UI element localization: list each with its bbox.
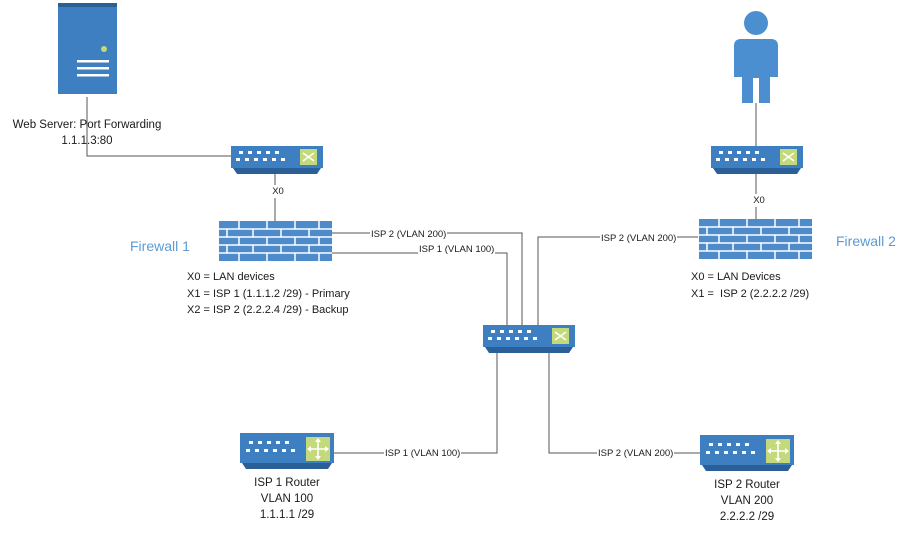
switch-icon: [483, 325, 575, 353]
firewall-icon: [219, 221, 332, 261]
firewall2-port-label: X0: [752, 194, 766, 207]
link-label-fw1-isp1: ISP 1 (VLAN 100): [418, 243, 496, 256]
router-icon: [240, 433, 334, 469]
isp2-router-vlan: VLAN 200: [720, 495, 774, 507]
switch3-to-router2-line: [548, 350, 700, 454]
firewall2-note: X1 = ISP 2 (2.2.2.2 /29): [691, 288, 810, 300]
isp1-router-vlan: VLAN 100: [260, 493, 314, 505]
switch-icon: [231, 146, 323, 174]
switch-icon: [711, 146, 803, 174]
router-icon: [700, 435, 794, 471]
web-server-address: 1.1.1.3:80: [61, 135, 113, 147]
person-icon: [734, 11, 778, 103]
isp1-router-name: ISP 1 Router: [254, 477, 320, 489]
firewall1-port-label: X0: [271, 185, 285, 198]
fw2-isp2-line: [537, 236, 698, 327]
firewall2-note: X0 = LAN Devices: [691, 271, 781, 283]
server-to-switch1-line: [86, 97, 232, 157]
web-server-label: Web Server: Port Forwarding: [12, 119, 162, 131]
link-label-router2: ISP 2 (VLAN 200): [597, 447, 675, 460]
firewall1-title: Firewall 1: [130, 238, 190, 254]
link-label-fw2-isp2: ISP 2 (VLAN 200): [600, 232, 678, 245]
link-label-router1: ISP 1 (VLAN 100): [384, 447, 462, 460]
firewall1-note: X1 = ISP 1 (1.1.1.2 /29) - Primary: [187, 288, 350, 300]
link-label-fw1-isp2: ISP 2 (VLAN 200): [370, 228, 448, 241]
switch3-to-router1-line: [334, 350, 498, 454]
isp2-router-name: ISP 2 Router: [714, 479, 780, 491]
server-icon: [58, 3, 117, 94]
firewall-icon: [699, 219, 812, 259]
isp2-router-ip: 2.2.2.2 /29: [719, 511, 775, 523]
fw1-isp1-line: [332, 252, 508, 327]
firewall2-title: Firewall 2: [836, 233, 896, 249]
firewall1-note: X0 = LAN devices: [187, 271, 275, 283]
firewall1-note: X2 = ISP 2 (2.2.2.4 /29) - Backup: [187, 304, 349, 316]
isp1-router-ip: 1.1.1.1 /29: [259, 509, 315, 521]
